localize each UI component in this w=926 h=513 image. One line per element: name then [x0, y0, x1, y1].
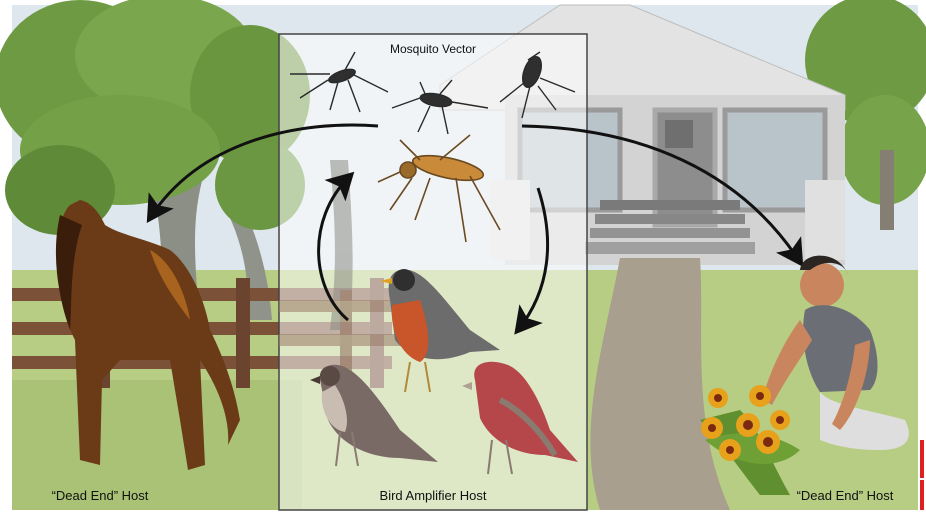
edge-mark	[920, 440, 924, 478]
dead-end-label-right: “Dead End” Host	[797, 488, 894, 503]
vector-label: Mosquito Vector	[390, 42, 476, 56]
edge-mark	[920, 480, 924, 510]
dead-end-label-left: “Dead End” Host	[52, 488, 149, 503]
amplifier-label: Bird Amplifier Host	[380, 488, 487, 503]
